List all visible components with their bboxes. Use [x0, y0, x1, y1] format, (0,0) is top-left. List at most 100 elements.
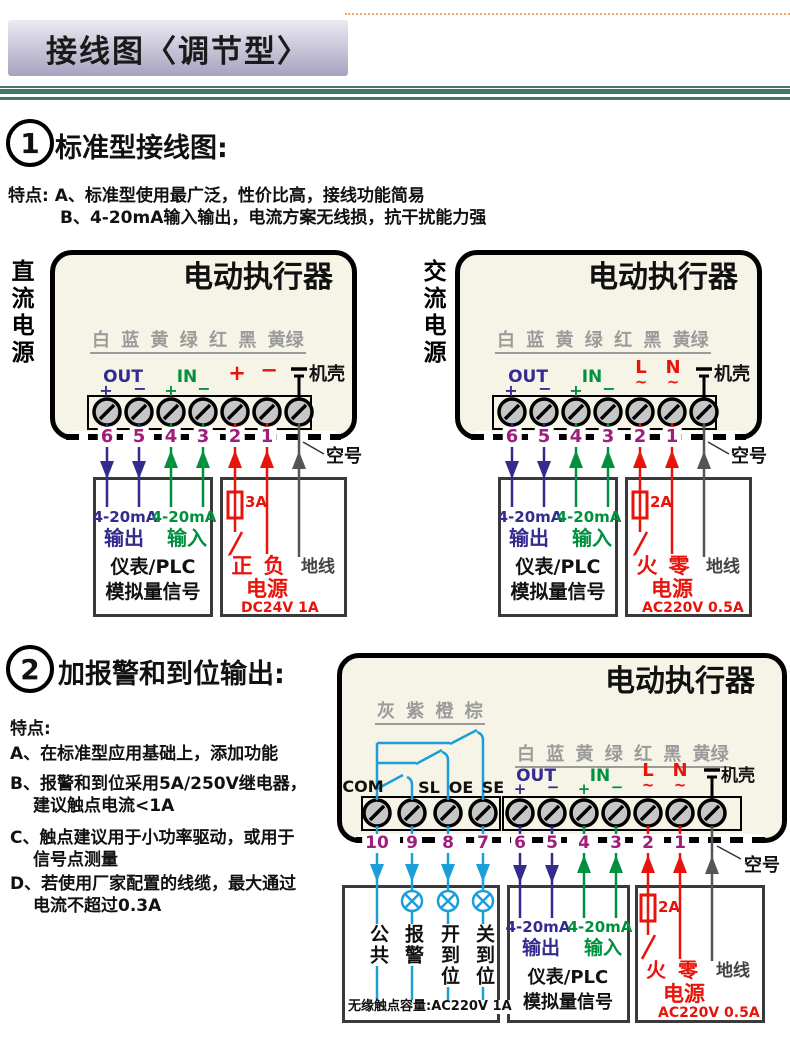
signal-box	[507, 885, 630, 1023]
out-plus: +	[99, 381, 113, 400]
out-label: OUT	[103, 367, 143, 387]
dashed-bottom-border	[356, 834, 768, 846]
in-plus: +	[577, 780, 591, 798]
ground-wire	[292, 423, 306, 557]
relay-color-labels: 灰 紫 橙 棕	[375, 702, 485, 725]
terminal-strip	[361, 796, 742, 831]
out-minus: −	[538, 379, 552, 398]
terminal-number: 1	[257, 427, 277, 447]
title-bar: 接线图〈调节型〉	[8, 20, 348, 76]
terminal-number: 3	[193, 427, 213, 447]
oe-label: OE	[448, 778, 474, 797]
section1-number-badge: 1	[6, 119, 54, 167]
out-plus: +	[504, 381, 518, 400]
fuse-rating: 2A	[658, 898, 681, 916]
arrow-down-icon	[537, 461, 551, 479]
terminal-number: 6	[97, 427, 117, 447]
signal-out-cn: 输出	[521, 937, 561, 959]
power-neutral-cn: 零	[676, 958, 700, 982]
screw-terminal	[569, 798, 599, 828]
arrow-up-icon	[633, 450, 647, 468]
in-minus: −	[610, 778, 624, 796]
arrow-up-icon	[260, 450, 274, 468]
signal-device-2: 模拟量信号	[105, 581, 201, 603]
power-rating: DC24V 1A	[241, 600, 319, 616]
diagram-dc-standard: 直流电源	[0, 245, 395, 625]
signal-out-ma: 4-20mA	[505, 918, 571, 936]
signal-in-cn: 输入	[572, 526, 612, 550]
signal-device-2: 模拟量信号	[510, 581, 606, 603]
section1-feature-a: 特点: A、标准型使用最广泛，性价比高，接线功能简易	[8, 186, 425, 206]
neutral-tilde: ~	[666, 373, 680, 391]
arrow-down-icon	[505, 461, 519, 479]
wire-color-labels: 白 蓝 黄 绿 红 黑 黄绿	[90, 331, 306, 354]
power-box	[635, 885, 765, 1023]
signal-out-cn: 输出	[104, 526, 144, 550]
neutral-label: N	[672, 760, 688, 781]
actuator-title: 电动执行器	[588, 260, 738, 295]
out-label: OUT	[508, 367, 548, 387]
terminal-number: 3	[598, 427, 618, 447]
screw-terminal	[625, 397, 655, 427]
empty-pointer-line	[302, 441, 325, 455]
terminal-number: 1	[671, 834, 689, 853]
live-label: L	[635, 357, 647, 378]
neutral-label: N	[665, 357, 681, 378]
wiring-graphics	[356, 728, 768, 1000]
ground-wire	[697, 423, 711, 557]
contact-close-label: 关到位	[472, 924, 495, 987]
in-minus: −	[197, 379, 211, 398]
out-minus: −	[133, 379, 147, 398]
power-wires	[631, 423, 679, 557]
terminal-number: 2	[225, 427, 245, 447]
fuse-rating: 3A	[245, 493, 268, 511]
section2-feature-c2: 信号点测量	[33, 850, 118, 870]
in-label: IN	[589, 766, 611, 786]
screw-terminal	[468, 798, 498, 828]
arrow-up-icon	[292, 451, 306, 469]
neutral-tilde: ~	[673, 776, 687, 794]
terminal-strip	[87, 395, 314, 430]
terminal-number: 4	[566, 427, 586, 447]
power-type-label: 交流电源	[419, 259, 445, 367]
diagram-alarm-position: 电动执行器 灰 紫 橙 棕 COM SL OE SE 白 蓝 黄 绿 红 黑 黄…	[330, 650, 790, 1046]
signal-in-ma: 4-20mA	[567, 918, 633, 936]
arrow-up-icon	[697, 451, 711, 469]
arrow-up-icon	[164, 450, 178, 468]
section2-number-badge: 2	[6, 645, 54, 693]
lamp-icon	[400, 889, 424, 913]
arrow-down-icon	[132, 461, 146, 479]
signal-out-ma: 4-20mA	[497, 508, 563, 526]
relay-contacts	[375, 728, 485, 800]
power-label: 电源	[651, 577, 693, 601]
power-type-label: 直流电源	[7, 259, 33, 367]
signal-out-cn: 输出	[509, 526, 549, 550]
empty-pointer-line	[707, 441, 730, 455]
contact-common-label: 公共	[366, 924, 389, 966]
arrow-up-icon	[665, 450, 679, 468]
in-minus: −	[602, 379, 616, 398]
switch-icon	[632, 518, 649, 557]
screw-terminal	[92, 397, 122, 427]
live-tilde: ~	[634, 373, 648, 391]
case-label: 机壳	[721, 766, 755, 786]
terminal-number: 2	[639, 834, 657, 853]
arrow-down-icon	[100, 461, 114, 479]
arrow-up-icon	[641, 855, 655, 873]
screw-terminal	[156, 397, 186, 427]
screw-terminal	[433, 798, 463, 828]
power-rating: AC220V 0.5A	[642, 600, 744, 616]
terminal-strip	[492, 395, 719, 430]
in-plus: +	[569, 381, 583, 400]
contact-rating: 无缘触点容量:AC220V 1A	[346, 999, 514, 1015]
screw-terminal	[633, 798, 663, 828]
ground-wire	[705, 826, 719, 961]
arrow-up-icon	[609, 855, 623, 873]
lamp-icon	[471, 889, 495, 913]
wire-color-labels: 白 蓝 黄 绿 红 黑 黄绿	[495, 331, 711, 354]
section2-feature-b: B、报警和到位采用5A/250V继电器，	[10, 774, 307, 794]
terminal-number: 6	[511, 834, 529, 853]
contact-alarm-label: 报警	[401, 924, 424, 966]
power-live-cn: 火	[634, 554, 660, 579]
signal-box	[93, 477, 213, 617]
